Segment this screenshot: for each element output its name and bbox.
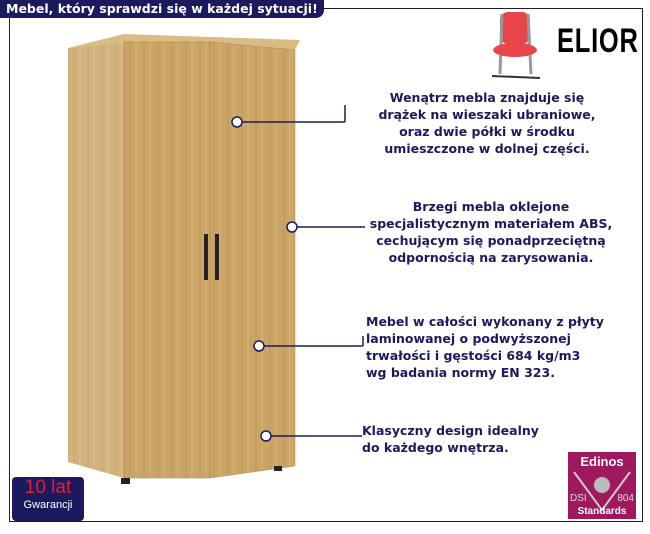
certificate-left: DSI (570, 493, 587, 504)
certificate-badge: Edinos DSI 804 Standards (568, 452, 636, 519)
callout-lines (231, 105, 365, 442)
foot (274, 466, 282, 471)
foot (121, 478, 130, 484)
certificate-label: Standards (577, 506, 627, 517)
feature-line: cechującym się ponadprzeciętną (376, 233, 606, 248)
callout-marker (231, 116, 243, 128)
feature-line: Klasyczny design idealny (362, 423, 539, 438)
feature-line: Mebel w całości wykonany z płyty (366, 314, 604, 329)
checkmark-icon (573, 471, 631, 512)
door-handle-right (215, 234, 219, 280)
warranty-years: 10 lat (24, 477, 72, 498)
certificate-right: 804 (617, 493, 634, 504)
callout-marker (286, 221, 298, 233)
headline-banner: Mebel, który sprawdzi się w każdej sytua… (0, 0, 324, 18)
frame (9, 8, 643, 522)
callout-marker (260, 430, 272, 442)
feature-line: trwałości i gęstości 684 kg/m3 (366, 348, 581, 363)
wardrobe-right-door (209, 41, 296, 479)
warranty-label: Gwarancji (23, 499, 73, 511)
feature-line: odpornością na zarysowania. (388, 250, 594, 265)
feature-1: Wenątrz mebla znajduje się drążek na wies… (362, 89, 612, 157)
feature-line: wg badania normy EN 323. (366, 365, 555, 380)
feature-line: Brzegi mebla oklejone (412, 199, 570, 214)
feature-4: Klasyczny design idealny do każdego wnętr… (362, 422, 539, 456)
feature-line: laminowanej o podwyższonej (366, 331, 571, 346)
brand-logo: ELIOR (557, 22, 639, 60)
feature-2: Brzegi mebla oklejone specjalistycznym ma… (366, 198, 616, 266)
chair-logo-icon (491, 12, 541, 79)
wardrobe-side (68, 42, 124, 478)
feature-line: specjalistycznym materiałem ABS, (369, 216, 613, 231)
certificate-brand: Edinos (580, 454, 624, 469)
feature-line: oraz dwie półki w środku (399, 124, 575, 139)
door-handle-left (204, 234, 208, 280)
warranty-badge: 10 lat Gwarancji (12, 477, 84, 521)
feature-line: drążek na wieszaki ubraniowe, (378, 107, 596, 122)
wardrobe-left-door (123, 41, 211, 479)
callout-marker (253, 340, 265, 352)
feature-line: umieszczone w dolnej części. (384, 141, 590, 156)
feature-line: do każdego wnętrza. (362, 440, 509, 455)
feature-3: Mebel w całości wykonany z płyty laminowa… (366, 313, 604, 381)
feature-line: Wenątrz mebla znajduje się (389, 90, 585, 105)
